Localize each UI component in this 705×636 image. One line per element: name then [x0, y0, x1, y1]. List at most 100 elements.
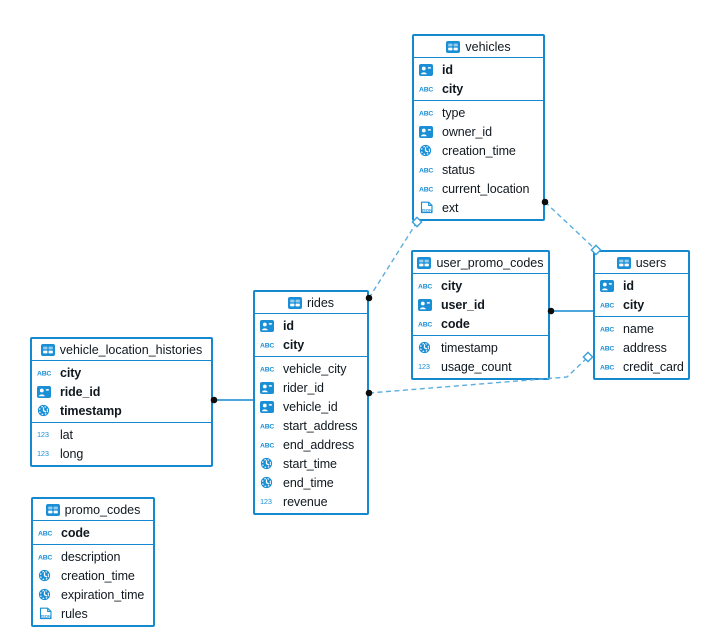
column-row[interactable]: ABC status: [414, 160, 543, 179]
column-row[interactable]: user_id: [413, 295, 548, 314]
column-name: long: [60, 446, 84, 461]
svg-text:ABC: ABC: [260, 442, 274, 448]
number-type-icon: 123: [260, 497, 279, 506]
column-row[interactable]: JSON rules: [33, 604, 153, 623]
column-row[interactable]: ABC end_address: [255, 435, 367, 454]
text-type-icon: ABC: [38, 553, 57, 560]
column-row[interactable]: end_time: [255, 473, 367, 492]
column-row[interactable]: rider_id: [255, 378, 367, 397]
column-name: rules: [61, 606, 88, 621]
column-name: credit_card: [623, 359, 684, 374]
table-icon: [446, 40, 461, 53]
table-header[interactable]: vehicles: [414, 36, 543, 58]
text-type-icon: ABC: [260, 341, 279, 348]
text-type-icon: ABC: [418, 282, 437, 289]
column-name: id: [442, 62, 453, 77]
svg-text:ABC: ABC: [419, 86, 433, 92]
column-name: start_address: [283, 418, 358, 433]
svg-text:ABC: ABC: [600, 302, 614, 308]
column-row[interactable]: ABC city: [255, 335, 367, 354]
column-name: city: [283, 337, 305, 352]
table-title: user_promo_codes: [436, 255, 544, 270]
text-type-icon: ABC: [419, 109, 438, 116]
column-row[interactable]: id: [595, 276, 688, 295]
uuid-type-icon: [418, 298, 437, 311]
uuid-type-icon: [600, 279, 619, 292]
svg-text:ABC: ABC: [38, 554, 52, 560]
uuid-type-icon: [419, 125, 438, 138]
column-name: current_location: [442, 181, 530, 196]
column-row[interactable]: id: [255, 316, 367, 335]
column-row[interactable]: ride_id: [32, 382, 211, 401]
table-header[interactable]: users: [595, 252, 688, 274]
table-header[interactable]: rides: [255, 292, 367, 314]
column-row[interactable]: owner_id: [414, 122, 543, 141]
column-name: id: [283, 318, 294, 333]
svg-text:ABC: ABC: [38, 530, 52, 536]
timestamp-type-icon: [419, 144, 438, 157]
json-type-icon: JSON: [38, 607, 57, 620]
column-name: start_time: [283, 456, 337, 471]
table-header[interactable]: promo_codes: [33, 499, 153, 521]
table-title: rides: [306, 295, 335, 310]
svg-text:ABC: ABC: [260, 342, 274, 348]
relation-line: [544, 201, 597, 251]
column-row[interactable]: creation_time: [414, 141, 543, 160]
svg-text:ABC: ABC: [418, 321, 432, 327]
svg-text:JSON: JSON: [40, 614, 51, 619]
uuid-type-icon: [37, 385, 56, 398]
text-type-icon: ABC: [600, 344, 619, 351]
column-row[interactable]: ABC code: [33, 523, 153, 542]
column-row[interactable]: creation_time: [33, 566, 153, 585]
text-type-icon: ABC: [419, 166, 438, 173]
column-row[interactable]: id: [414, 60, 543, 79]
column-row[interactable]: timestamp: [413, 338, 548, 357]
column-row[interactable]: vehicle_id: [255, 397, 367, 416]
column-row[interactable]: expiration_time: [33, 585, 153, 604]
column-row[interactable]: ABC description: [33, 547, 153, 566]
table-header[interactable]: user_promo_codes: [413, 252, 548, 274]
column-row[interactable]: ABC start_address: [255, 416, 367, 435]
column-name: timestamp: [441, 340, 498, 355]
column-row[interactable]: timestamp: [32, 401, 211, 420]
column-name: user_id: [441, 297, 485, 312]
column-name: city: [623, 297, 645, 312]
column-name: code: [61, 525, 90, 540]
text-type-icon: ABC: [260, 365, 279, 372]
text-type-icon: ABC: [260, 422, 279, 429]
column-name: status: [442, 162, 475, 177]
table-icon: [287, 296, 302, 309]
svg-text:123: 123: [260, 497, 272, 506]
table-header[interactable]: vehicle_location_histories: [32, 339, 211, 361]
column-name: end_address: [283, 437, 355, 452]
column-name: description: [61, 549, 121, 564]
timestamp-type-icon: [260, 457, 279, 470]
column-row[interactable]: ABC city: [595, 295, 688, 314]
column-row[interactable]: start_time: [255, 454, 367, 473]
